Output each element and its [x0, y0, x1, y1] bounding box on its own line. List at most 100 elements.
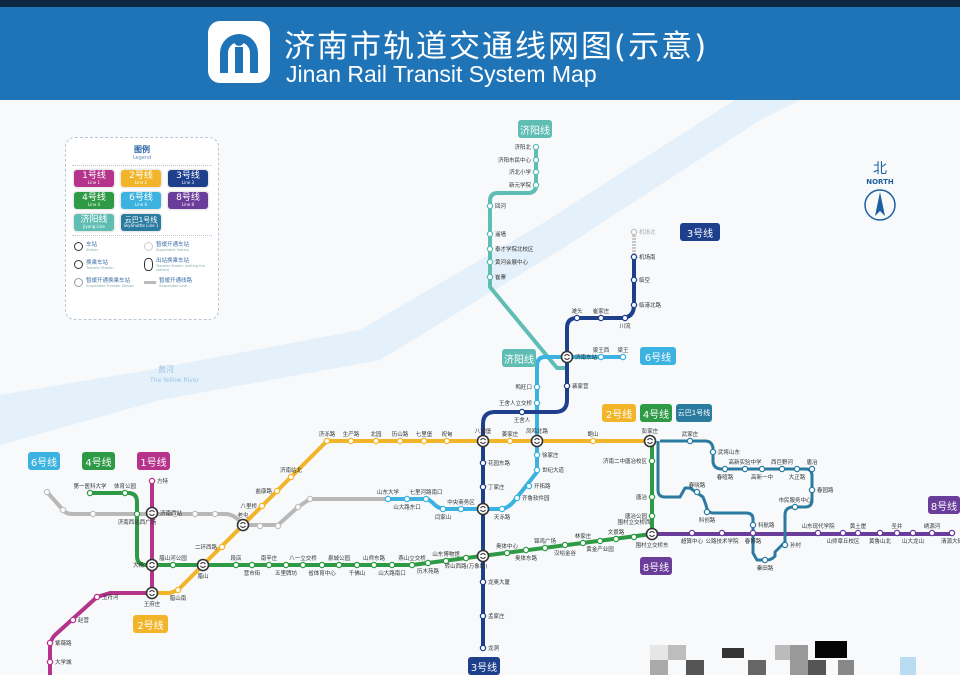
station-marker[interactable]: [439, 505, 447, 513]
station-marker[interactable]: [370, 561, 378, 569]
station-marker[interactable]: [688, 529, 696, 537]
station-marker[interactable]: [388, 561, 396, 569]
station-marker[interactable]: [479, 459, 487, 467]
station-marker[interactable]: [479, 578, 487, 586]
station-marker[interactable]: [693, 488, 701, 496]
station-marker[interactable]: [630, 276, 638, 284]
station-marker[interactable]: [533, 383, 541, 391]
station-marker[interactable]: [442, 557, 450, 565]
station-marker[interactable]: [372, 437, 380, 445]
suspended-station-marker[interactable]: [274, 522, 282, 530]
station-marker[interactable]: [612, 535, 620, 543]
station-marker[interactable]: [518, 408, 526, 416]
station-marker[interactable]: [443, 437, 451, 445]
transfer-station[interactable]: [645, 527, 659, 541]
station-marker[interactable]: [265, 561, 273, 569]
station-marker[interactable]: [854, 529, 862, 537]
station-marker[interactable]: [424, 559, 432, 567]
station-marker[interactable]: [318, 561, 326, 569]
transfer-station[interactable]: [236, 518, 250, 532]
station-marker[interactable]: [420, 437, 428, 445]
station-marker[interactable]: [597, 314, 605, 322]
station-marker[interactable]: [121, 489, 129, 497]
station-marker[interactable]: [506, 437, 514, 445]
station-marker[interactable]: [148, 477, 156, 485]
station-marker[interactable]: [403, 495, 411, 503]
station-marker[interactable]: [347, 437, 355, 445]
station-marker[interactable]: [876, 529, 884, 537]
suspended-station-marker[interactable]: [256, 522, 264, 530]
suspended-station-marker[interactable]: [171, 510, 179, 518]
station-marker[interactable]: [648, 512, 656, 520]
suspended-station-marker[interactable]: [211, 510, 219, 518]
station-marker[interactable]: [525, 482, 533, 490]
station-marker[interactable]: [299, 561, 307, 569]
station-marker[interactable]: [619, 353, 627, 361]
transfer-station[interactable]: [643, 434, 657, 448]
station-marker[interactable]: [749, 521, 757, 529]
station-marker[interactable]: [909, 529, 917, 537]
station-marker[interactable]: [486, 258, 494, 266]
station-marker[interactable]: [808, 465, 816, 473]
station-marker[interactable]: [93, 593, 101, 601]
station-marker[interactable]: [248, 561, 256, 569]
station-marker[interactable]: [791, 503, 799, 511]
station-marker[interactable]: [232, 561, 240, 569]
station-marker[interactable]: [462, 554, 470, 562]
station-marker[interactable]: [793, 465, 801, 473]
station-marker[interactable]: [718, 529, 726, 537]
suspended-station-marker[interactable]: [59, 506, 67, 514]
station-marker[interactable]: [533, 466, 541, 474]
suspended-station-marker[interactable]: [306, 495, 314, 503]
station-marker[interactable]: [839, 529, 847, 537]
station-marker[interactable]: [258, 502, 266, 510]
station-marker[interactable]: [169, 561, 177, 569]
station-marker[interactable]: [532, 143, 540, 151]
station-marker[interactable]: [479, 483, 487, 491]
station-marker[interactable]: [86, 489, 94, 497]
station-marker[interactable]: [479, 612, 487, 620]
station-marker[interactable]: [533, 451, 541, 459]
station-marker[interactable]: [596, 537, 604, 545]
station-marker[interactable]: [630, 301, 638, 309]
station-marker[interactable]: [597, 353, 605, 361]
station-marker[interactable]: [335, 561, 343, 569]
station-marker[interactable]: [561, 541, 569, 549]
station-marker[interactable]: [648, 457, 656, 465]
station-marker[interactable]: [721, 465, 729, 473]
transfer-station[interactable]: [196, 558, 210, 572]
station-marker[interactable]: [457, 505, 465, 513]
station-marker[interactable]: [928, 529, 936, 537]
station-marker[interactable]: [486, 202, 494, 210]
station-marker[interactable]: [282, 561, 290, 569]
transfer-station[interactable]: [560, 350, 574, 364]
station-marker[interactable]: [384, 495, 392, 503]
station-marker[interactable]: [532, 168, 540, 176]
station-marker[interactable]: [686, 437, 694, 445]
station-marker[interactable]: [761, 556, 769, 564]
station-marker[interactable]: [808, 486, 816, 494]
station-marker[interactable]: [630, 253, 638, 261]
station-marker[interactable]: [479, 644, 487, 652]
station-marker[interactable]: [323, 437, 331, 445]
station-marker[interactable]: [741, 465, 749, 473]
suspended-station-marker[interactable]: [630, 228, 638, 236]
transfer-station[interactable]: [145, 558, 159, 572]
station-marker[interactable]: [422, 495, 430, 503]
transfer-station[interactable]: [476, 549, 490, 563]
station-marker[interactable]: [541, 544, 549, 552]
station-marker[interactable]: [353, 561, 361, 569]
station-marker[interactable]: [758, 465, 766, 473]
station-marker[interactable]: [703, 508, 711, 516]
suspended-station-marker[interactable]: [89, 510, 97, 518]
station-marker[interactable]: [69, 616, 77, 624]
station-marker[interactable]: [781, 541, 789, 549]
transfer-station[interactable]: [476, 434, 490, 448]
station-marker[interactable]: [46, 658, 54, 666]
station-marker[interactable]: [486, 273, 494, 281]
station-marker[interactable]: [573, 314, 581, 322]
station-marker[interactable]: [648, 493, 656, 501]
station-marker[interactable]: [630, 533, 638, 541]
station-marker[interactable]: [948, 529, 956, 537]
station-marker[interactable]: [522, 546, 530, 554]
